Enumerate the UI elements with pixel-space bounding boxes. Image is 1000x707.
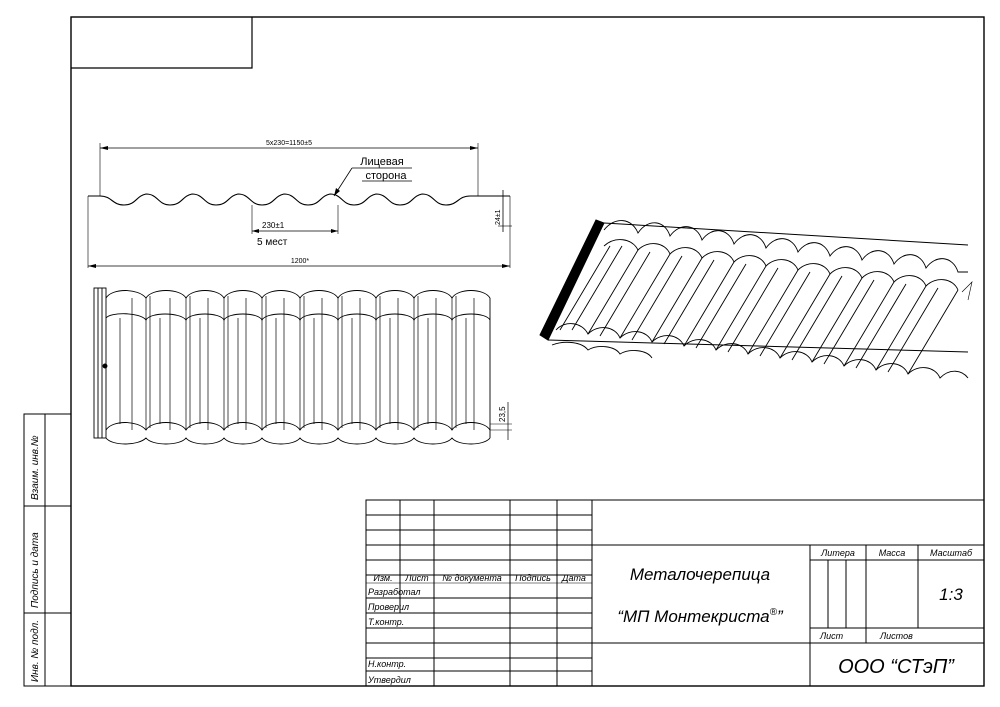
side-stamp-sign-label: Подпись и дата: [30, 532, 41, 608]
title-block-grid: [365, 499, 985, 687]
product-name-line1: Металочерепица: [630, 565, 770, 584]
callout-face-side-line1: Лицевая: [360, 156, 403, 168]
mass-label: Масса: [879, 548, 906, 558]
role-tech-control: Т.контр.: [368, 617, 404, 627]
pitch-dimension-label: 230±1: [262, 221, 285, 230]
plan-view: [93, 287, 512, 445]
header-sheet: Лист: [404, 573, 429, 583]
role-checked: Проверил: [368, 602, 409, 612]
role-approved: Утвердил: [367, 675, 411, 685]
scale-value: 1:3: [939, 585, 963, 604]
role-norm-control: Н.контр.: [368, 659, 406, 669]
step-dimension-label: 23,5: [498, 406, 507, 422]
litera-label: Литера: [820, 548, 855, 558]
header-document: № документа: [442, 573, 502, 583]
registered-mark: ®: [770, 607, 778, 618]
side-stamp-inv-label: Инв. № подл.: [30, 620, 41, 682]
closing-quote: ”: [777, 607, 784, 626]
pitch-count-label: 5 мест: [257, 237, 288, 248]
company-name: ООО “СТэП”: [838, 656, 955, 678]
header-change: Изм.: [373, 573, 392, 583]
overall-dimension-label: 5x230=1150±5: [266, 140, 312, 147]
header-signature: Подпись: [515, 573, 551, 583]
height-dimension-label: 24±1: [495, 209, 502, 225]
role-developed: Разработал: [368, 587, 420, 597]
side-stamp-ref-label: Взаим. инв.№: [30, 435, 41, 500]
profile-wave: [88, 193, 510, 206]
sheets-label: Листов: [879, 631, 913, 641]
isometric-view: [539, 219, 973, 379]
profile-view: [87, 143, 512, 268]
product-name-text: “МП Монтекриста: [617, 607, 769, 626]
sheet-label: Лист: [819, 631, 844, 641]
product-name-line2: “МП Монтекриста®”: [617, 607, 784, 626]
total-width-label: 1200*: [291, 258, 310, 265]
header-date: Дата: [561, 573, 586, 583]
scale-label: Масштаб: [930, 548, 973, 558]
top-left-box: [71, 17, 253, 69]
side-stamp: [23, 413, 72, 687]
callout-face-side-line2: сторона: [366, 170, 408, 182]
